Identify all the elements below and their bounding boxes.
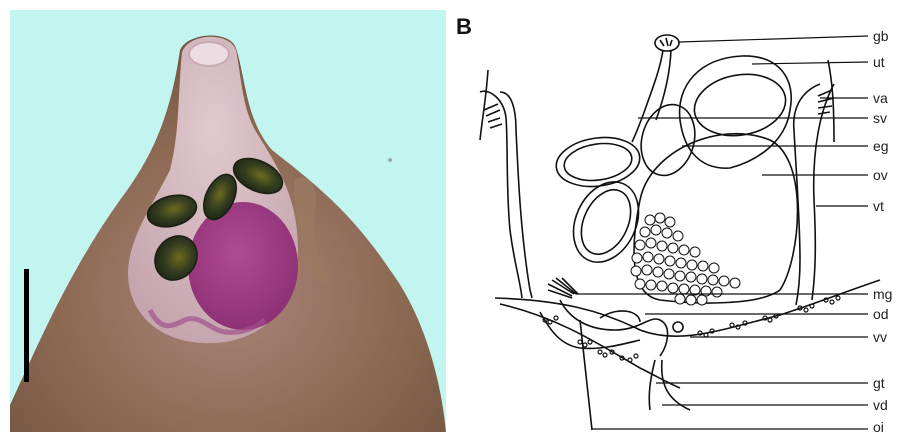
left-tube (480, 70, 488, 140)
mehlis-bulb (673, 322, 683, 332)
label-va: va (873, 90, 888, 106)
right-duct-outer (812, 84, 834, 300)
oral-sucker (189, 42, 229, 66)
leader-lines (576, 36, 868, 429)
label-ov: ov (873, 167, 888, 183)
right-tube (828, 60, 834, 142)
label-mg: mg (873, 286, 892, 302)
uterus-lobe (680, 56, 792, 168)
seminal-vesicle-outer (553, 132, 643, 191)
egg-in-uterus-1 (689, 67, 790, 142)
gb-stalk-left (632, 50, 663, 142)
speck (388, 158, 392, 162)
mehlis-gland (548, 278, 578, 298)
scale-bar (24, 269, 29, 382)
vitelline-follicles (543, 296, 840, 362)
label-gb: gb (873, 28, 889, 44)
left-spines (484, 104, 502, 128)
label-sv: sv (873, 110, 887, 126)
label-oi: oi (873, 419, 884, 434)
seminal-vesicle-inner (562, 139, 634, 184)
genital-bulb-spines (660, 38, 672, 46)
egg-sac-inner (572, 182, 641, 262)
micrograph-panel (10, 10, 446, 432)
label-vv: vv (873, 329, 887, 345)
label-od: od (873, 306, 889, 322)
vitelline-duct (662, 360, 690, 410)
label-eg: eg (873, 138, 889, 154)
ovary-mass (188, 202, 298, 330)
label-vd: vd (873, 397, 888, 413)
schematic-panel: gb ut va sv eg ov vt mg od vv gt vd oi (460, 0, 904, 434)
label-vt: vt (873, 198, 884, 214)
label-ut: ut (873, 54, 885, 70)
genito-intestinal-canal (649, 360, 655, 410)
right-duct (794, 84, 820, 305)
label-gt: gt (873, 375, 885, 391)
ventral-line-lower (500, 304, 680, 388)
lower-canal (540, 312, 640, 348)
ova-cluster (631, 213, 740, 305)
